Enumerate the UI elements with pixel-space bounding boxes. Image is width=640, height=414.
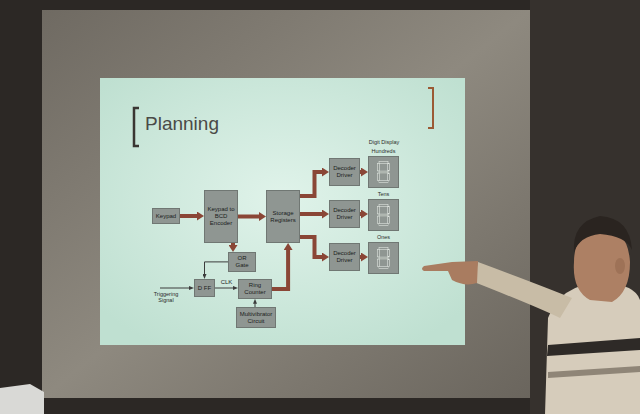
encoder-box: Keypad to BCD Encoder (204, 190, 238, 243)
signal-arrow (300, 237, 323, 257)
signal-arrow (300, 212, 323, 216)
signal-arrow (238, 215, 260, 219)
slide-title: Planning (145, 114, 219, 133)
box-text: Decoder Driver (332, 207, 357, 221)
signal-arrow (300, 172, 323, 196)
display-panel (368, 156, 399, 188)
gate-box: OR Gate (228, 252, 256, 272)
display-panel (368, 199, 399, 231)
oscillator-box: Multivibrator Circuit (236, 307, 276, 328)
display-panel (368, 242, 399, 274)
register-box: Storage Registers (266, 190, 300, 243)
signal-arrow (231, 243, 235, 246)
side-wall (530, 0, 640, 414)
seven-segment-symbol (378, 248, 390, 269)
driver-box: Decoder Driver (329, 158, 360, 186)
digit-display: Tens (368, 199, 399, 231)
seven-segment-symbol (378, 162, 390, 183)
digit-display: Hundreds (368, 156, 399, 188)
signal-label: Triggering Signal (146, 291, 186, 304)
trigger-wire (160, 286, 194, 290)
counter-box: Ring Counter (238, 279, 272, 299)
slide (100, 78, 465, 345)
display-panels (368, 156, 399, 274)
signal-arrow (360, 255, 362, 259)
box-text: D FF (198, 285, 211, 292)
ear (615, 258, 625, 274)
sleeve (474, 262, 572, 318)
presenter (422, 216, 640, 414)
control-line (205, 262, 229, 275)
hair (574, 216, 632, 252)
input-box: Keypad (152, 208, 180, 224)
title-bracket (134, 108, 139, 146)
box-text: Keypad (156, 213, 176, 220)
box-text: Ring Counter (241, 282, 269, 296)
signal-arrow (180, 214, 198, 218)
control-line (215, 288, 234, 289)
seven-segment-symbol (378, 205, 390, 226)
box-text: OR Gate (231, 255, 253, 269)
signal-arrow (360, 170, 362, 174)
box-text: Storage Registers (269, 210, 297, 224)
shirt-stripe (547, 338, 640, 356)
trigger-line (160, 288, 190, 289)
group-label: Digit Display (356, 139, 412, 145)
display-heading: Hundreds (357, 148, 410, 154)
box-text: Multivibrator Circuit (239, 311, 273, 325)
pointing-hand (422, 261, 478, 284)
title-bracket (428, 88, 433, 128)
driver-box: Decoder Driver (329, 243, 360, 271)
display-heading: Tens (357, 191, 410, 197)
projector (0, 384, 44, 414)
digit-display: Ones (368, 242, 399, 274)
display-heading: Ones (357, 234, 410, 240)
box-text: Keypad to BCD Encoder (207, 206, 235, 227)
signal-arrow (360, 212, 362, 216)
projection-screen (42, 10, 530, 398)
box-text: Decoder Driver (332, 165, 357, 179)
flipflop-box: D FF (194, 279, 215, 297)
signal-arrow (272, 249, 288, 289)
driver-box: Decoder Driver (329, 200, 360, 228)
box-text: Decoder Driver (332, 250, 357, 264)
shirt-stripe (548, 366, 640, 378)
edge-label: CLK (220, 279, 234, 285)
